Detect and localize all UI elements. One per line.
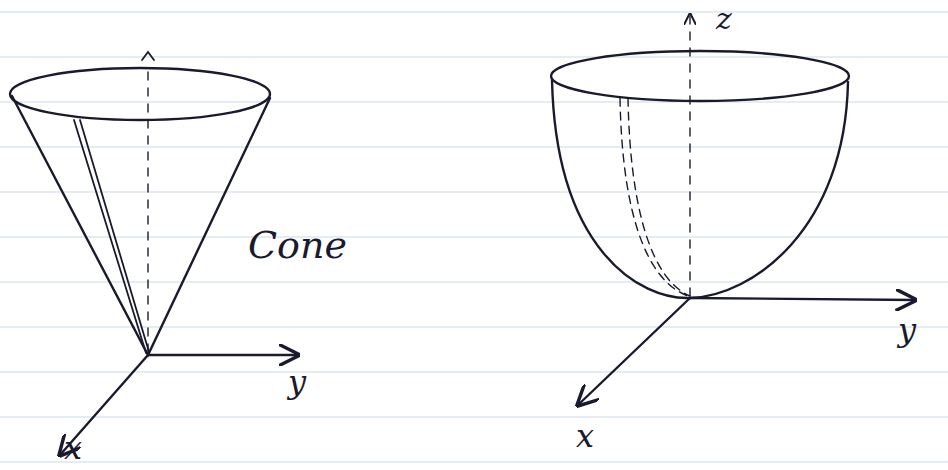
axis-label: x xyxy=(576,420,594,452)
axis-label: x xyxy=(64,432,82,464)
figure-label: Cone xyxy=(248,226,347,264)
axis-label: z xyxy=(716,4,732,34)
paraboloid-figure xyxy=(551,14,915,405)
ruled-lines xyxy=(0,12,948,462)
axis-label: y xyxy=(898,314,916,346)
axis-label: y xyxy=(288,366,306,398)
